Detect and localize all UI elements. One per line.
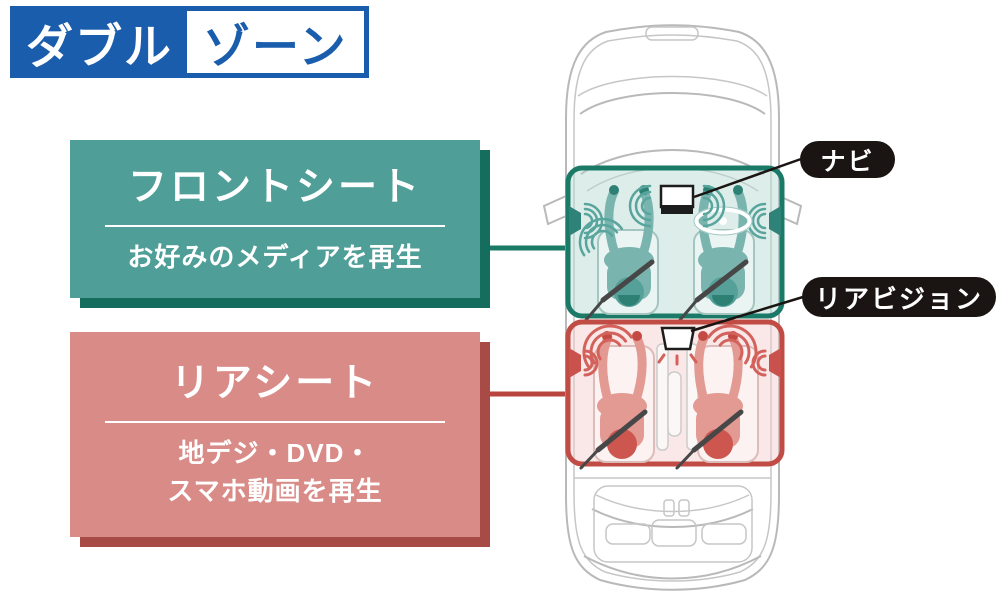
rear-seat-card-title: リアシート	[170, 362, 380, 405]
car-outline	[565, 24, 780, 591]
front-zone-content	[569, 184, 781, 322]
navi-sound-arcs-right	[702, 184, 726, 228]
navi-callout-line	[693, 157, 802, 199]
title-part-zone: ゾーン	[187, 11, 364, 73]
navi-sound-arcs-left	[628, 184, 652, 228]
rear-vision-emit-dash	[689, 353, 698, 364]
rear-speaker-right-icon	[769, 348, 781, 378]
rear-left-sound-arcs	[582, 324, 633, 369]
title-part-double: ダブル	[26, 19, 173, 73]
navi-screen-base	[661, 205, 693, 214]
rear-speaker-left-icon	[569, 348, 581, 378]
front-driver-figure	[678, 185, 749, 322]
front-speaker-left-icon	[569, 206, 581, 236]
front-passenger-figure	[584, 185, 655, 322]
rear-seat-card-subtitle-line2: スマホ動画を再生	[167, 475, 383, 506]
rear-vision-emit-dash	[657, 353, 666, 364]
rear-right-sound-arcs	[707, 324, 758, 369]
navi-screen	[659, 184, 695, 209]
rear-seat-card-subtitle-line1: 地デジ・DVD・	[178, 438, 372, 468]
front-seat-card: フロントシート お好みのメディアを再生	[70, 140, 480, 298]
rear-vision-callout-pill: リアビジョン	[802, 277, 996, 317]
front-seat-card-subtitle: お好みのメディアを再生	[127, 242, 423, 272]
rear-card-divider	[105, 421, 445, 423]
rear-vision-callout-line	[690, 295, 804, 333]
rear-vision-screen	[660, 326, 696, 351]
front-seat-card-title: フロントシート	[127, 166, 422, 209]
side-mirror-left	[542, 194, 567, 226]
front-card-divider	[105, 225, 445, 227]
rear-seat-card: リアシート 地デジ・DVD・ スマホ動画を再生	[70, 332, 480, 537]
rear-zone-content	[569, 324, 781, 470]
front-left-sound-arcs	[578, 217, 624, 257]
front-speaker-right-icon	[769, 206, 781, 236]
rear-speaker-left-sound-arcs	[583, 349, 599, 377]
navi-callout-pill: ナビ	[800, 141, 895, 178]
title-banner: ダブル ゾーン	[10, 6, 369, 78]
